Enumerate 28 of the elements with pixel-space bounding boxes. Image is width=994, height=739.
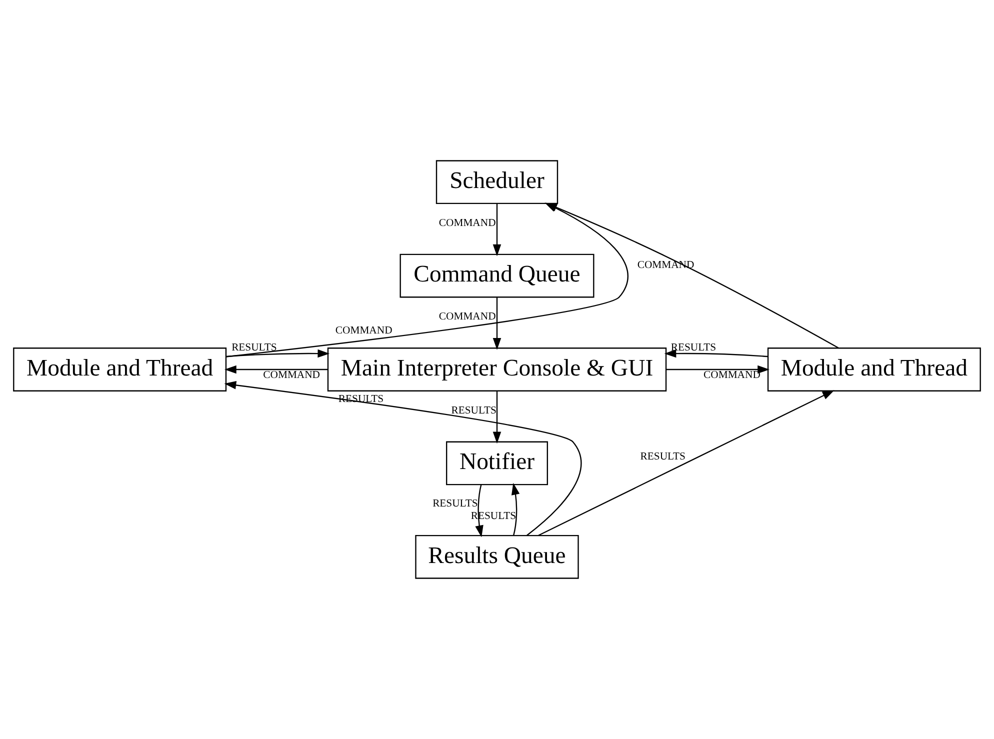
edge-label: RESULTS [670,342,716,354]
arrow [224,381,582,536]
arrow [224,365,328,374]
edge-label: COMMAND [438,310,496,323]
arrow [538,390,834,536]
edge-label: COMMAND [438,216,496,229]
node-box: Command Queue [400,254,594,298]
edge-label: RESULTS [640,450,686,463]
node-box: Module and Thread [13,348,227,392]
arrow [475,484,484,538]
edge-label: RESULTS [451,404,496,416]
edge-label: COMMAND [335,324,392,336]
node-box: Main Interpreter Console & GUI [327,348,667,392]
arrow [492,204,502,256]
node-box: Notifier [446,441,548,486]
edge-label: COMMAND [704,369,760,382]
edge-label: RESULTS [232,342,277,354]
edge-label: COMMAND [263,369,320,382]
arrow [511,482,520,536]
node-box: Results Queue [415,534,579,579]
arrow [226,349,330,358]
node-box: Module and Thread [767,348,981,392]
arrow [666,365,770,374]
edge-label: RESULTS [432,497,478,510]
node-box: Scheduler [436,160,558,204]
arrow [664,349,768,358]
arrow [492,297,502,350]
arrow [492,390,502,444]
